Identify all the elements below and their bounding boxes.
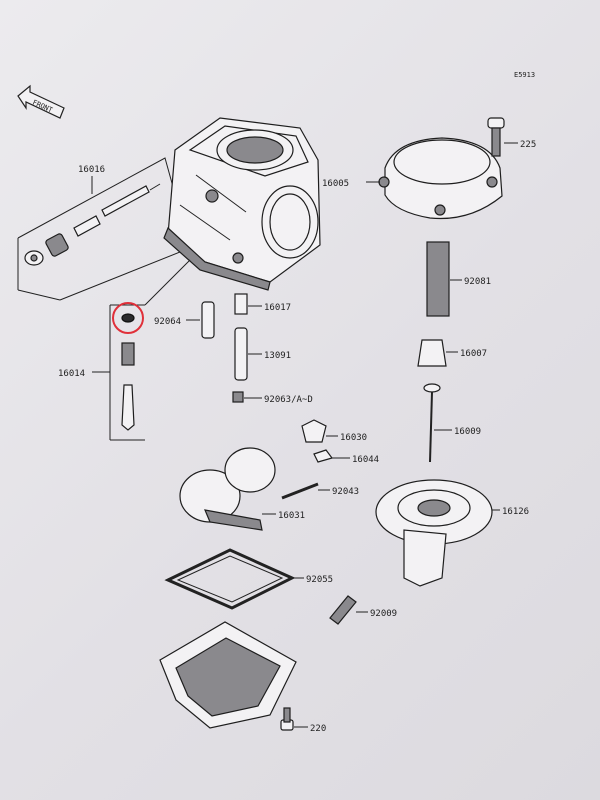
float-bowl-part (159, 621, 297, 729)
gasket-part (164, 548, 296, 610)
callout-92055: 92055 (306, 575, 333, 585)
callout-220: 220 (310, 724, 326, 734)
callout-16007: 16007 (460, 349, 487, 359)
drain-screw-part (329, 595, 357, 625)
jet-part (201, 301, 215, 339)
callout-16030: 16030 (340, 433, 367, 443)
float-part (179, 447, 276, 531)
main-jet-part (232, 391, 244, 403)
callout-13091: 13091 (264, 351, 291, 361)
callout-225: 225 (520, 140, 536, 150)
jet-needle-part (423, 383, 441, 463)
callout-16031: 16031 (278, 511, 305, 521)
callout-92081: 92081 (464, 277, 491, 287)
spring-part (121, 342, 135, 366)
callout-16014: 16014 (58, 369, 85, 379)
pilot-screw-bracket (109, 259, 191, 441)
diagram-code: E5913 (514, 71, 535, 79)
needle-holder-part (417, 339, 447, 367)
callout-92063: 92063/A~D (264, 395, 313, 405)
highlight-circle (112, 302, 144, 334)
callout-92064: 92064 (154, 317, 181, 327)
callout-16016: 16016 (78, 165, 105, 175)
o-ring-part (121, 313, 135, 323)
callout-92009: 92009 (370, 609, 397, 619)
callout-16017: 16017 (264, 303, 291, 313)
nut-part (45, 233, 69, 257)
float-valve-part (301, 419, 327, 443)
spring-part (73, 215, 101, 237)
callout-92043: 92043 (332, 487, 359, 497)
callout-16126: 16126 (502, 507, 529, 517)
front-arrow-icon: FRONT (17, 84, 65, 119)
slow-jet-part (234, 293, 248, 315)
jet-assembly-box (17, 157, 191, 301)
float-pin-part (281, 482, 319, 500)
carburetor-body (163, 117, 321, 291)
top-cover-part (378, 137, 503, 220)
callout-16009: 16009 (454, 427, 481, 437)
clip-part (313, 449, 334, 463)
screw-part (487, 117, 505, 157)
needle-jet-part (101, 185, 150, 217)
diaphragm-slide-part (375, 479, 493, 587)
spring-part (426, 241, 450, 317)
pilot-screw-part (121, 384, 135, 431)
callout-16005: 16005 (322, 179, 349, 189)
callout-16044: 16044 (352, 455, 379, 465)
bowl-screw-part (280, 707, 294, 731)
tube-part (234, 327, 248, 381)
